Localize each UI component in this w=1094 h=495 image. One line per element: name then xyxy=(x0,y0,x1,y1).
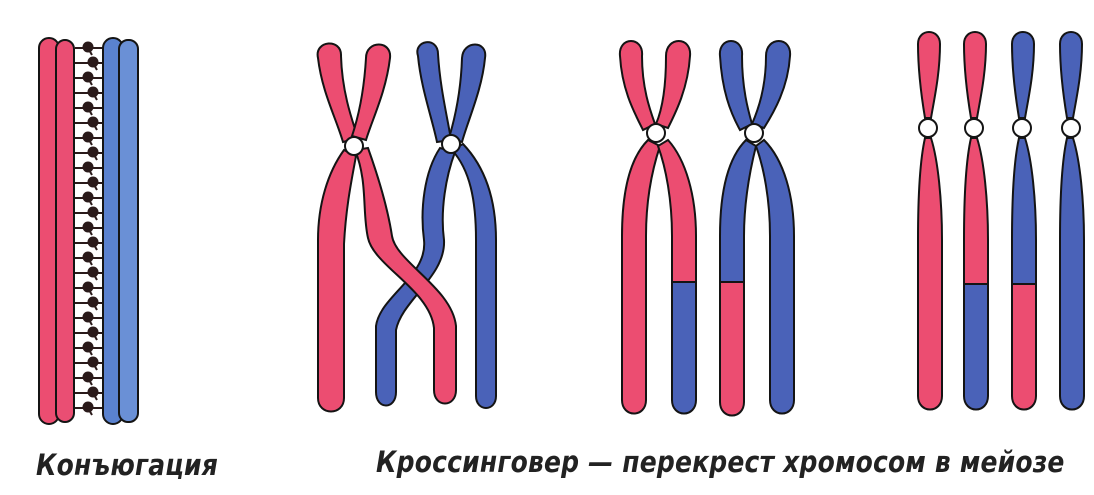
chromatid-2-centromere xyxy=(965,119,983,137)
synapsis-bead xyxy=(83,282,94,293)
chromatid-2-upper xyxy=(964,32,986,118)
chromatid-4-lower xyxy=(1060,138,1084,410)
synapsis-bead xyxy=(83,162,94,173)
chromatid-2-lower-red xyxy=(964,138,988,284)
chromatid-3-upper xyxy=(1012,32,1034,118)
synapsis-bead xyxy=(83,132,94,143)
crossing-blue-chromatid-right xyxy=(452,144,496,408)
recombined-tetrad-stage xyxy=(620,41,794,416)
chromatid-2-lower-blue xyxy=(964,284,988,410)
synapsis-bead xyxy=(83,312,94,323)
conjugation-caption: Конъюгация xyxy=(36,448,218,482)
tetrad-red-arm-top-left xyxy=(620,41,655,130)
conjugation-chromatid-red-2 xyxy=(56,40,74,422)
crossing-red-arm-top-left xyxy=(318,43,358,142)
tetrad-blue-chromatid-right xyxy=(756,140,794,414)
crossing-blue-arm-top-right xyxy=(449,45,485,143)
tetrad-blue-chromatid-left-upper xyxy=(720,140,756,282)
tetrad-centromere-red xyxy=(647,124,665,142)
synapsis-bead xyxy=(83,42,94,53)
chromatid-4-centromere xyxy=(1062,119,1080,137)
synapsis-bead xyxy=(83,252,94,263)
synapsis-bead xyxy=(88,87,99,98)
crossing-centromere-red xyxy=(345,137,363,155)
chromatid-3-centromere xyxy=(1013,119,1031,137)
tetrad-blue-chromatid-left-lower xyxy=(720,282,744,416)
tetrad-red-arm-top-right xyxy=(656,41,690,128)
conjugation-stage xyxy=(39,38,138,424)
synapsis-bead xyxy=(88,117,99,128)
synapsis-bead xyxy=(83,222,94,233)
synapsis-bead xyxy=(83,342,94,353)
crossing-red-arm-top-right xyxy=(352,45,390,141)
chromatid-1-upper xyxy=(918,32,940,118)
synapsis-bead xyxy=(88,147,99,158)
synapsis-bead xyxy=(88,357,99,368)
synapsis-bead xyxy=(88,327,99,338)
synapsis-bead xyxy=(88,177,99,188)
tetrad-red-chromatid-right-upper xyxy=(658,140,696,282)
crossing-red-chromatid-left xyxy=(318,150,356,412)
synapsis-bead xyxy=(83,72,94,83)
synapsis-bead xyxy=(88,207,99,218)
synapsis-bead xyxy=(88,57,99,68)
synapsis-bead xyxy=(88,267,99,278)
synapsis-bead xyxy=(88,387,99,398)
tetrad-blue-arm-top-right xyxy=(752,41,790,128)
separated-chromatids-stage xyxy=(918,32,1084,410)
crossing-stage xyxy=(318,42,496,411)
chromatid-1-centromere xyxy=(919,119,937,137)
synaptonemal-links xyxy=(75,42,103,416)
synapsis-bead xyxy=(88,237,99,248)
chromatid-3-lower-blue xyxy=(1012,138,1036,284)
tetrad-red-chromatid-right-lower xyxy=(672,282,696,414)
synapsis-bead xyxy=(83,102,94,113)
synapsis-bead xyxy=(83,192,94,203)
chromatid-1-lower xyxy=(918,138,942,410)
crossing-blue-arm-top-left xyxy=(417,42,451,142)
crossing-centromere-blue xyxy=(442,135,460,153)
chromatid-3-lower-red xyxy=(1012,284,1036,410)
conjugation-chromatid-blue-2 xyxy=(119,40,138,422)
chromatid-4-upper xyxy=(1060,32,1082,118)
crossing-over-caption: Кроссинговер — перекрест хромосом в мейо… xyxy=(376,445,1065,479)
synapsis-bead xyxy=(83,372,94,383)
tetrad-blue-arm-top-left xyxy=(720,41,752,130)
synapsis-bead xyxy=(83,402,94,413)
tetrad-centromere-blue xyxy=(745,124,763,142)
synapsis-bead xyxy=(88,297,99,308)
tetrad-red-chromatid-left xyxy=(622,140,660,414)
